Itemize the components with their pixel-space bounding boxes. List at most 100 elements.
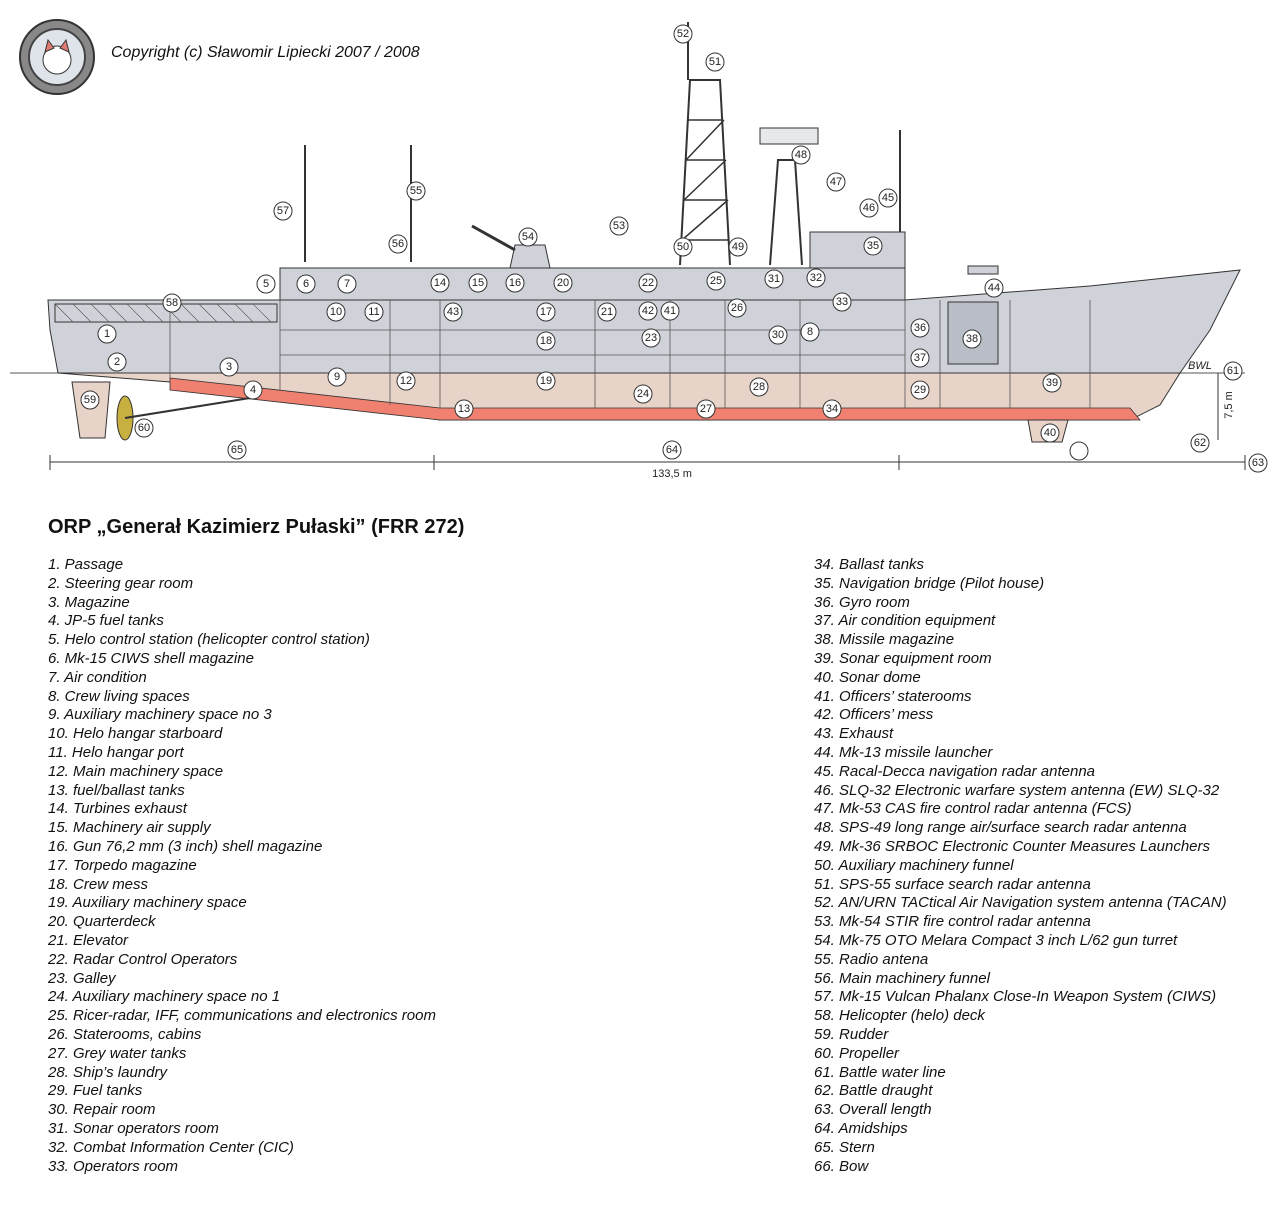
legend-item: 32. Combat Information Center (CIC) xyxy=(48,1138,294,1156)
svg-text:59: 59 xyxy=(84,394,96,406)
svg-text:23: 23 xyxy=(645,332,657,344)
svg-text:35: 35 xyxy=(867,240,879,252)
legend-item: 5. Helo control station (helicopter cont… xyxy=(48,631,370,649)
svg-text:44: 44 xyxy=(988,282,1000,294)
callout-59: 59 xyxy=(80,390,100,410)
legend-item: 19. Auxiliary machinery space xyxy=(48,894,247,912)
svg-text:54: 54 xyxy=(522,231,534,243)
svg-text:41: 41 xyxy=(664,305,676,317)
callout-58: 58 xyxy=(162,293,182,313)
bow-marker xyxy=(1069,441,1089,461)
svg-text:62: 62 xyxy=(1194,437,1206,449)
legend-item: 33. Operators room xyxy=(48,1157,179,1175)
callout-3: 3 xyxy=(219,357,239,377)
callout-44: 44 xyxy=(984,278,1004,298)
svg-text:1: 1 xyxy=(104,328,110,340)
callout-41: 41 xyxy=(660,301,680,321)
svg-text:58: 58 xyxy=(166,297,178,309)
legend-item: 13. fuel/ballast tanks xyxy=(48,781,185,799)
svg-text:18: 18 xyxy=(540,335,552,347)
legend-item: 44. Mk-13 missile launcher xyxy=(814,743,993,761)
callout-6: 6 xyxy=(296,274,316,294)
svg-text:53: 53 xyxy=(613,220,625,232)
legend-item: 42. Officers’ mess xyxy=(814,706,934,724)
svg-text:17: 17 xyxy=(540,306,552,318)
callout-15: 15 xyxy=(468,273,488,293)
svg-text:28: 28 xyxy=(753,381,765,393)
legend-item: 50. Auxiliary machinery funnel xyxy=(814,856,1014,874)
legend-item: 41. Officers’ staterooms xyxy=(814,687,972,705)
callout-46: 46 xyxy=(859,198,879,218)
callout-27: 27 xyxy=(696,399,716,419)
legend-item: 58. Helicopter (helo) deck xyxy=(814,1007,985,1025)
legend-item: 56. Main machinery funnel xyxy=(814,969,990,987)
legend-item: 43. Exhaust xyxy=(814,725,894,743)
svg-text:32: 32 xyxy=(810,272,822,284)
svg-text:20: 20 xyxy=(557,277,569,289)
legend-item: 11. Helo hangar port xyxy=(48,743,184,761)
legend-item: 6. Mk-15 CIWS shell magazine xyxy=(48,649,254,667)
svg-text:22: 22 xyxy=(642,277,654,289)
legend-item: 8. Crew living spaces xyxy=(48,687,190,705)
legend-item: 54. Mk-75 OTO Melara Compact 3 inch L/62… xyxy=(814,931,1178,949)
callout-12: 12 xyxy=(396,371,416,391)
svg-text:38: 38 xyxy=(966,333,978,345)
svg-text:47: 47 xyxy=(830,176,842,188)
legend-item: 14. Turbines exhaust xyxy=(48,800,187,818)
callout-63: 63 xyxy=(1248,453,1268,473)
callout-4: 4 xyxy=(243,380,263,400)
callout-31: 31 xyxy=(764,269,784,289)
forward-superstructure xyxy=(809,231,906,269)
callout-32: 32 xyxy=(806,268,826,288)
legend-item: 39. Sonar equipment room xyxy=(814,649,992,667)
svg-text:36: 36 xyxy=(914,322,926,334)
callout-7: 7 xyxy=(337,274,357,294)
legend-item: 3. Magazine xyxy=(48,593,130,611)
callout-35: 35 xyxy=(863,236,883,256)
legend-item: 7. Air condition xyxy=(48,668,147,686)
legend-item: 34. Ballast tanks xyxy=(814,556,925,573)
missile-launcher xyxy=(967,265,999,275)
callout-53: 53 xyxy=(609,216,629,236)
svg-text:2: 2 xyxy=(114,356,120,368)
waterline-label: BWL xyxy=(1188,360,1212,372)
legend-item: 17. Torpedo magazine xyxy=(48,856,197,874)
callout-19: 19 xyxy=(536,371,556,391)
callout-57: 57 xyxy=(273,201,293,221)
callout-40: 40 xyxy=(1040,423,1060,443)
sps49-antenna xyxy=(759,127,819,145)
callout-18: 18 xyxy=(536,331,556,351)
callout-30: 30 xyxy=(768,325,788,345)
svg-text:61: 61 xyxy=(1227,365,1239,377)
callout-28: 28 xyxy=(749,377,769,397)
svg-text:49: 49 xyxy=(732,241,744,253)
legend-item: 31. Sonar operators room xyxy=(48,1119,219,1137)
callout-21: 21 xyxy=(597,302,617,322)
legend-item: 36. Gyro room xyxy=(814,593,910,611)
legend-item: 48. SPS-49 long range air/surface search… xyxy=(814,819,1187,837)
svg-text:21: 21 xyxy=(601,306,613,318)
callout-60: 60 xyxy=(134,418,154,438)
legend-item: 24. Auxiliary machinery space no 1 xyxy=(48,988,281,1006)
legend-item: 66. Bow xyxy=(814,1157,869,1175)
callout-29: 29 xyxy=(910,380,930,400)
propeller-shaft xyxy=(124,397,251,419)
legend-item: 22. Radar Control Operators xyxy=(48,950,238,968)
svg-text:3: 3 xyxy=(226,361,232,373)
callout-16: 16 xyxy=(505,273,525,293)
aft-mast xyxy=(769,159,803,266)
callout-55: 55 xyxy=(406,181,426,201)
legend-item: 23. Galley xyxy=(48,969,116,987)
callout-62: 62 xyxy=(1190,433,1210,453)
callout-5: 5 xyxy=(256,274,276,294)
callout-65: 65 xyxy=(227,440,247,460)
callout-51: 51 xyxy=(705,52,725,72)
callout-9: 9 xyxy=(327,367,347,387)
callout-34: 34 xyxy=(822,399,842,419)
svg-text:14: 14 xyxy=(434,277,446,289)
callout-13: 13 xyxy=(454,399,474,419)
svg-text:5: 5 xyxy=(263,278,269,290)
callout-33: 33 xyxy=(832,292,852,312)
